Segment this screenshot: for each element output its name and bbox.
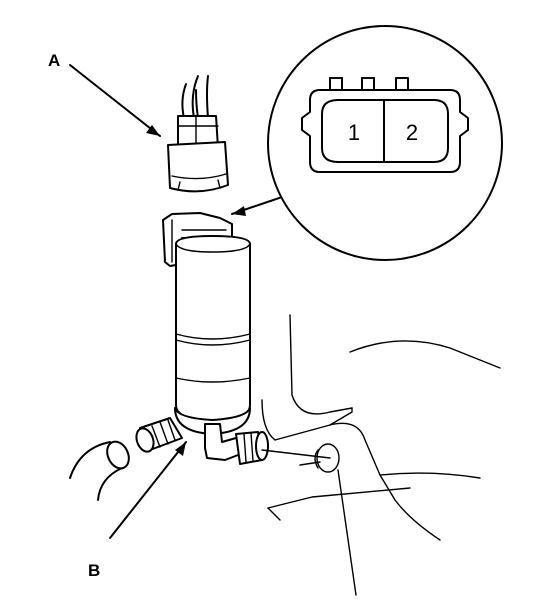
callout-a: A bbox=[48, 51, 60, 70]
washer-hose bbox=[69, 440, 130, 501]
terminal-pin-1: 1 bbox=[348, 120, 360, 145]
callout-b: B bbox=[88, 561, 100, 580]
washer-pump-motor bbox=[162, 212, 251, 435]
terminal-pin-2: 2 bbox=[406, 120, 418, 145]
pump-outlet-fitting bbox=[204, 423, 269, 465]
leader-lines bbox=[69, 64, 357, 596]
pump-inlet-fitting bbox=[135, 417, 183, 453]
connector-detail-view: 1 2 bbox=[267, 25, 503, 261]
body-panel-lines bbox=[261, 314, 501, 541]
electrical-connector-a bbox=[167, 75, 229, 193]
